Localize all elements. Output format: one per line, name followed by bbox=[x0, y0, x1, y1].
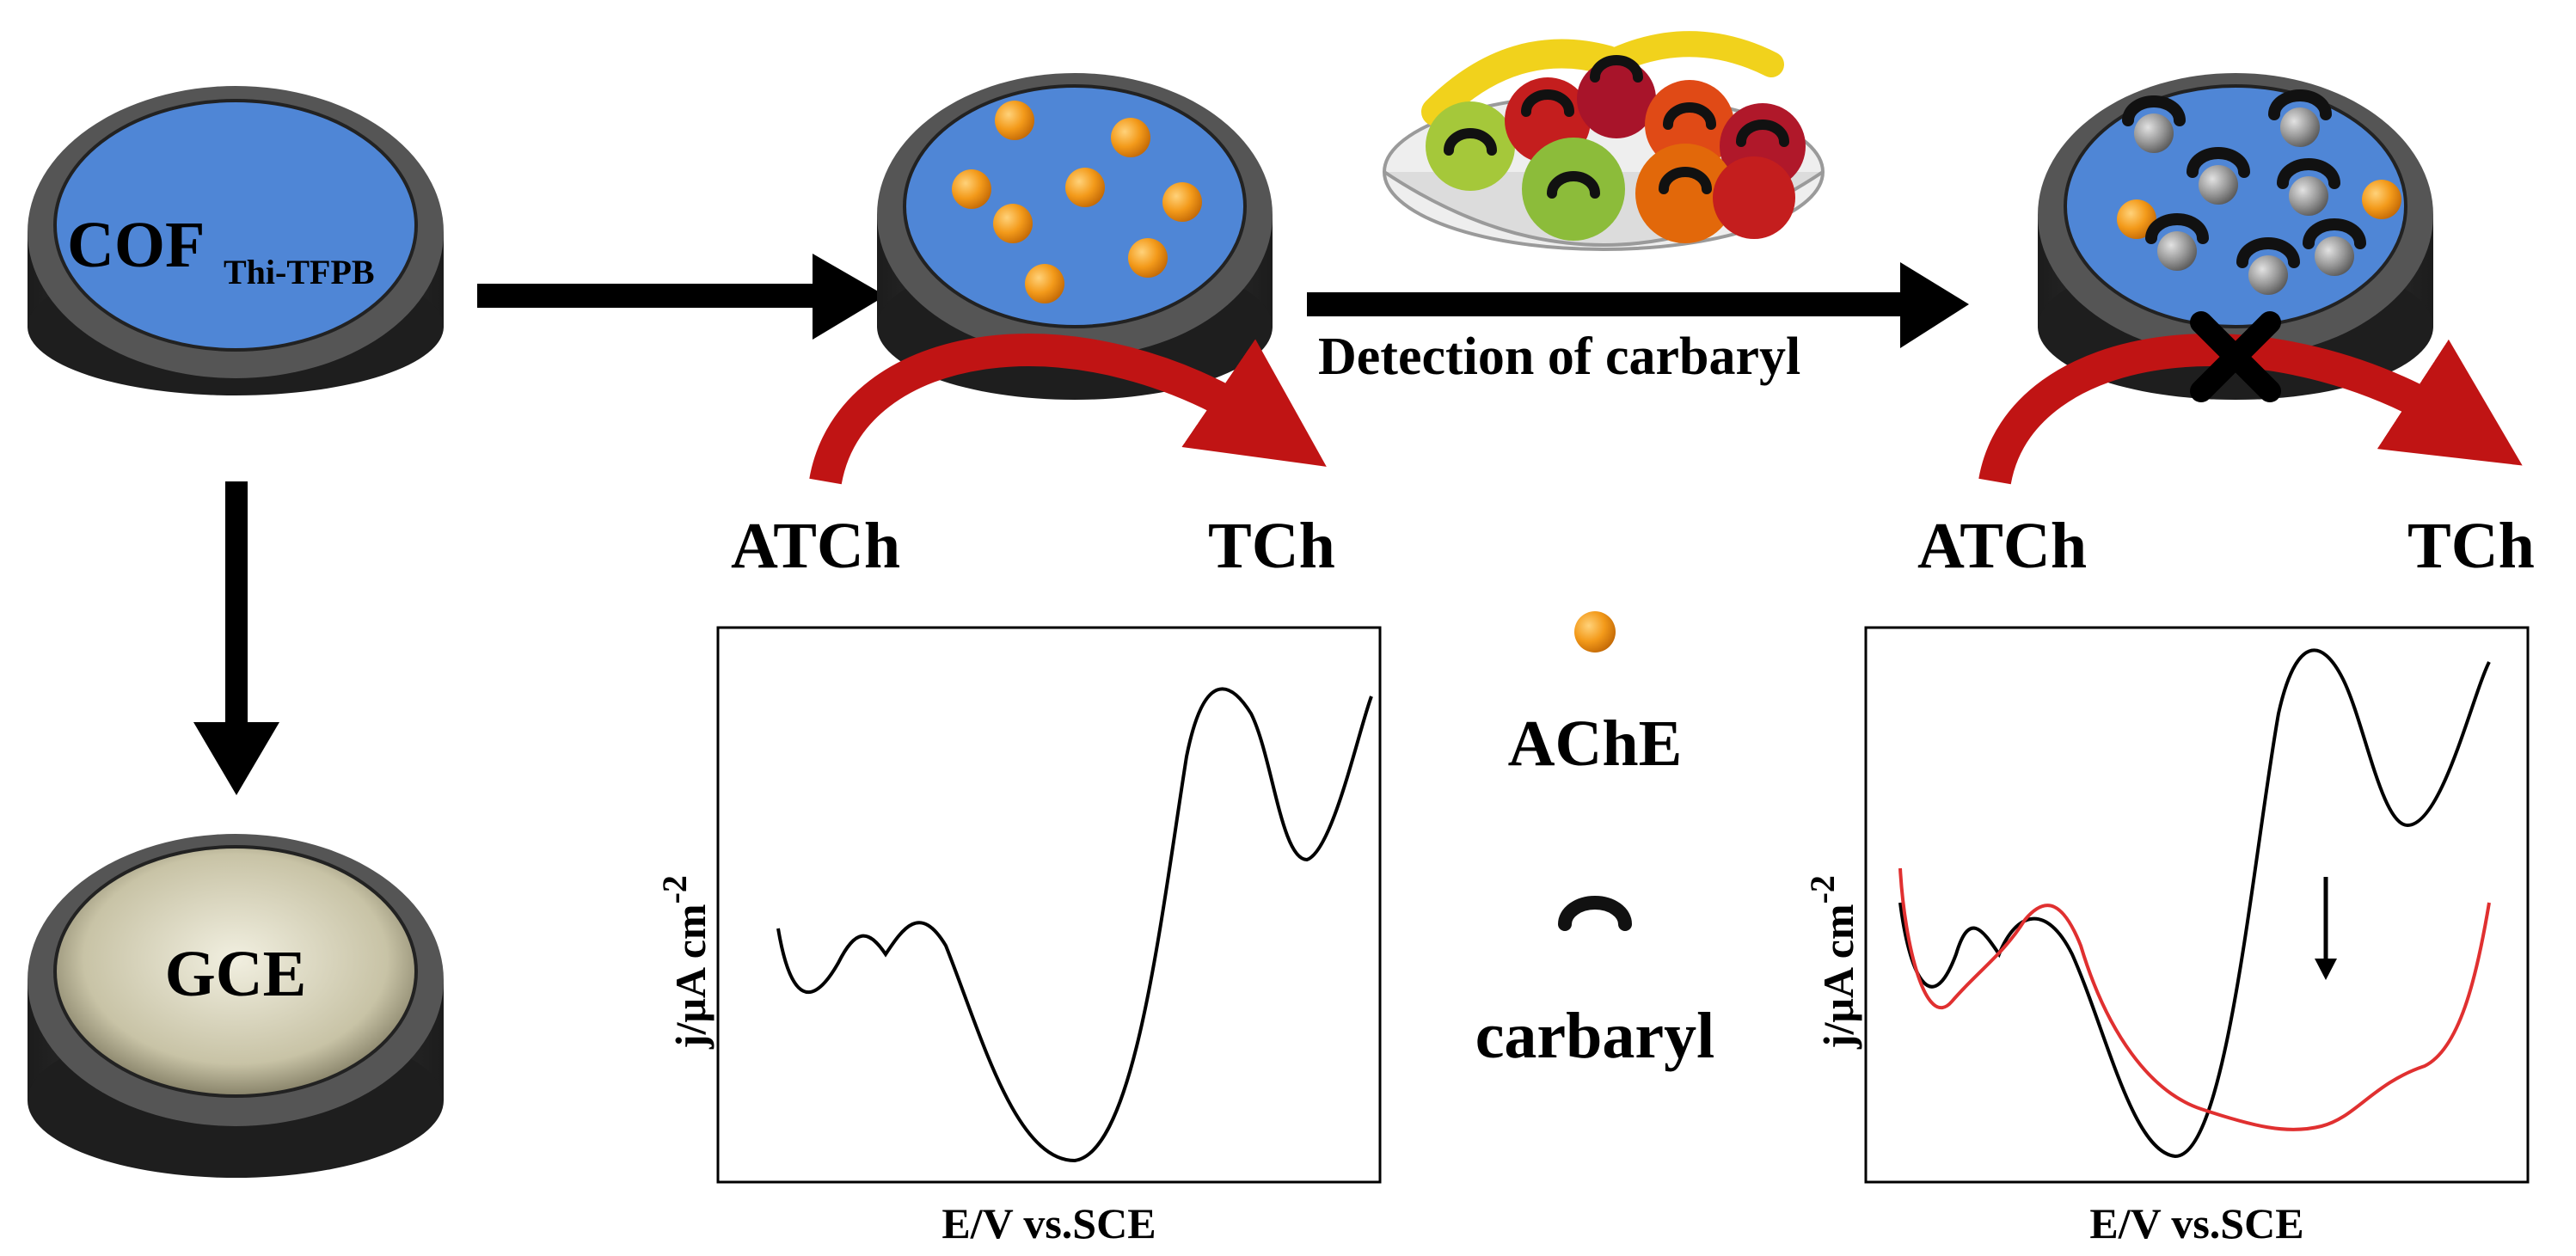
enzyme-bead bbox=[952, 169, 991, 209]
decrease-arrow-icon bbox=[2315, 877, 2337, 980]
plot-left-xlabel: E/V vs.SCE bbox=[941, 1199, 1156, 1247]
inhibited-electrode bbox=[1978, 73, 2523, 485]
inhibited-electrode-surface bbox=[2064, 84, 2407, 328]
legend: AChE carbaryl bbox=[1475, 611, 1715, 1072]
enzyme-bead bbox=[1162, 182, 1202, 222]
cof-electrode-surface bbox=[53, 99, 418, 352]
plot-left-frame bbox=[716, 626, 1382, 1184]
right-arrow-1 bbox=[477, 254, 886, 340]
down-arrow bbox=[193, 481, 279, 795]
ache-enzyme-beads bbox=[952, 101, 1202, 303]
reaction-arrow-left bbox=[809, 334, 1327, 485]
plot-right-ylabel: j/μA cm-2 bbox=[1803, 875, 1862, 1050]
cof-electrode: COF Thi-TFPB bbox=[28, 86, 444, 395]
plot-right-curve-red bbox=[1898, 867, 2491, 1131]
gce-label: GCE bbox=[165, 938, 307, 1010]
gce-electrode: GCE bbox=[28, 834, 444, 1178]
enzyme-bead bbox=[993, 204, 1033, 243]
plot-right-frame bbox=[1864, 626, 2530, 1184]
plot-right: E/V vs.SCE j/μA cm-2 bbox=[1803, 626, 2530, 1247]
tch-label-right: TCh bbox=[2407, 510, 2535, 582]
carbaryl-legend-label: carbaryl bbox=[1475, 1000, 1715, 1072]
ache-legend-label: AChE bbox=[1508, 708, 1683, 780]
atch-label-right: ATCh bbox=[1917, 510, 2087, 582]
reaction-arrow-right bbox=[1978, 334, 2523, 485]
enzyme-bead bbox=[1025, 264, 1064, 303]
plot-right-ylabel-main: j/μA cm bbox=[1814, 904, 1862, 1050]
plot-right-ylabel-sup: -2 bbox=[1803, 875, 1842, 904]
cof-label: COF bbox=[67, 209, 205, 281]
enzyme-bead bbox=[1111, 118, 1150, 157]
plot-left-ylabel-sup: -2 bbox=[655, 875, 694, 904]
detection-label: Detection of carbaryl bbox=[1318, 328, 1800, 386]
ache-electrode bbox=[809, 73, 1327, 485]
enzyme-bead bbox=[995, 101, 1034, 140]
carbaryl-caps bbox=[2122, 89, 2366, 268]
blocked-x-icon bbox=[2190, 311, 2281, 402]
enzyme-bead bbox=[1128, 238, 1168, 278]
inhibited-enzyme-beads bbox=[2117, 107, 2401, 295]
enzyme-bead bbox=[1065, 168, 1105, 207]
plot-left: E/V vs.SCE j/μA cm-2 bbox=[655, 626, 1382, 1247]
plot-right-xlabel: E/V vs.SCE bbox=[2089, 1199, 2303, 1247]
right-arrow-2 bbox=[1307, 262, 1969, 348]
fruit-bowl-image bbox=[1383, 31, 1825, 251]
plot-left-curve bbox=[776, 687, 1373, 1163]
ache-legend-bead-icon bbox=[1574, 611, 1616, 653]
atch-label-left: ATCh bbox=[731, 510, 900, 582]
tch-label-left: TCh bbox=[1208, 510, 1335, 582]
carbaryl-legend-icon bbox=[1558, 896, 1632, 931]
plot-left-ylabel: j/μA cm-2 bbox=[655, 875, 715, 1050]
plot-right-curve-black bbox=[1898, 648, 2491, 1159]
plot-left-ylabel-main: j/μA cm bbox=[666, 904, 715, 1050]
cof-subscript: Thi-TFPB bbox=[224, 253, 375, 291]
gce-electrode-surface bbox=[53, 845, 418, 1098]
